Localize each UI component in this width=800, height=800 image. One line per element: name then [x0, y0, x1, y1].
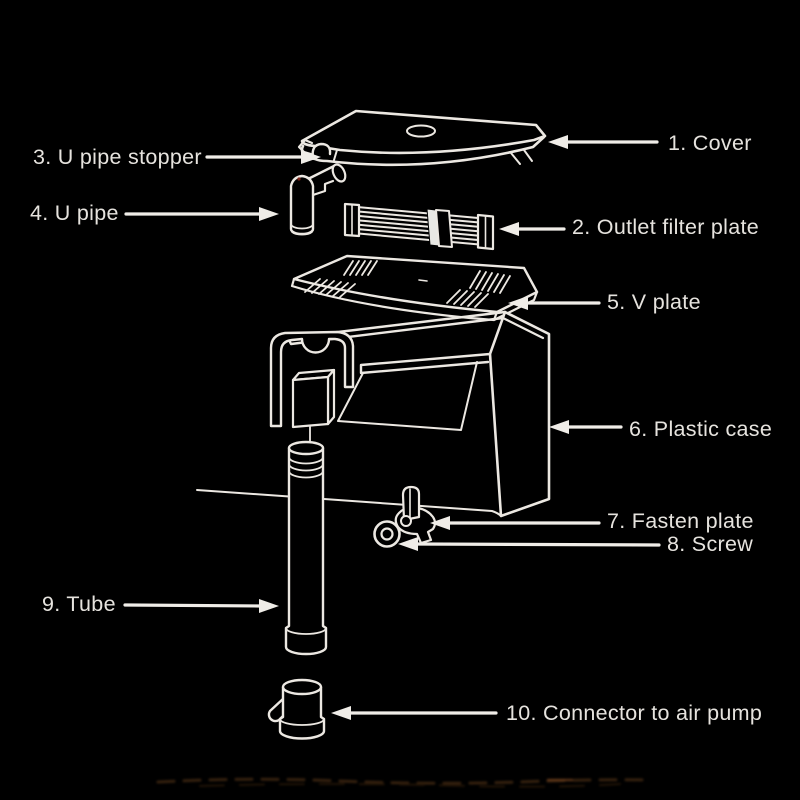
label-outlet-filter-plate: 2. Outlet filter plate	[572, 215, 760, 239]
arrow-outlet-filter-plate	[499, 222, 566, 236]
arrow-plastic-case	[549, 420, 623, 434]
label-tube: 9. Tube	[42, 592, 116, 616]
part-tube	[284, 440, 328, 656]
v-plate-slots-right-top	[469, 270, 511, 294]
label-fasten-plate: 7. Fasten plate	[607, 509, 754, 533]
v-plate-slots-left-front	[304, 278, 356, 298]
case-hanger-bracket	[269, 330, 355, 444]
arrow-fasten-plate	[430, 516, 601, 530]
red-speck	[297, 177, 301, 181]
part-connector	[267, 678, 326, 740]
part-fasten-plate	[394, 485, 437, 545]
background-streak	[156, 777, 650, 788]
arrow-tube	[123, 599, 279, 613]
arrow-screw	[398, 537, 661, 551]
arrow-u-pipe-stopper	[205, 150, 321, 164]
part-u-pipe	[289, 163, 347, 236]
arrow-connector	[331, 706, 498, 720]
label-u-pipe: 4. U pipe	[30, 201, 119, 225]
v-plate-slots-left-top	[343, 260, 378, 276]
arrow-cover	[548, 135, 659, 149]
part-v-plate	[290, 254, 539, 322]
arrow-u-pipe	[124, 207, 279, 221]
label-connector: 10. Connector to air pump	[506, 701, 763, 725]
part-plastic-case	[196, 310, 551, 518]
label-v-plate: 5. V plate	[607, 290, 701, 314]
label-screw: 8. Screw	[667, 532, 754, 556]
part-screw	[373, 520, 401, 548]
label-cover: 1. Cover	[668, 131, 752, 155]
part-cover	[297, 109, 547, 167]
arrow-v-plate	[508, 296, 601, 310]
case-bottom-edge	[196, 489, 502, 517]
label-u-pipe-stopper: 3. U pipe stopper	[33, 145, 202, 169]
v-plate-slots-right-front	[446, 289, 489, 308]
label-plastic-case: 6. Plastic case	[629, 417, 773, 441]
part-outlet-filter-plate	[343, 202, 495, 251]
